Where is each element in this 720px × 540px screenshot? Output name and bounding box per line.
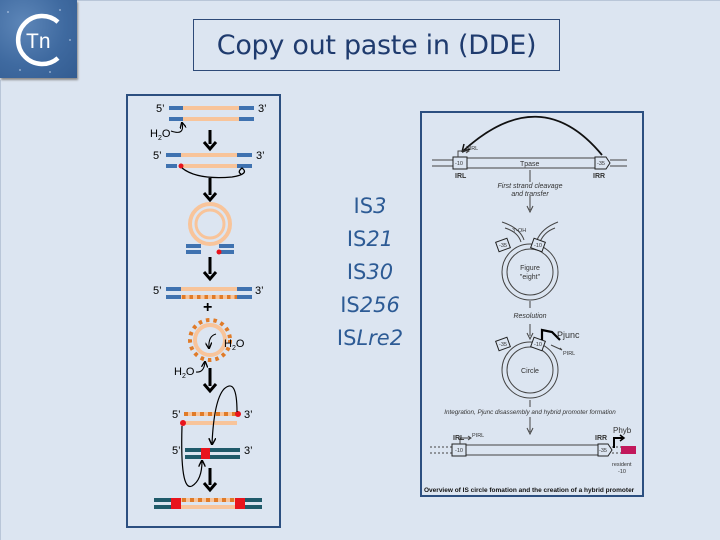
step3-label: Integration, Pjunc disassembly and hybri… xyxy=(444,409,616,416)
is-element-item: ISLre2 xyxy=(336,326,404,350)
eight-label: "eight" xyxy=(520,274,541,281)
step2-nicked-dna: 5’ 3’ xyxy=(153,150,265,179)
tn-logo: Tn xyxy=(0,0,77,78)
is-element-list: IS3 IS21 IS30 IS256 ISLre2 xyxy=(320,190,420,355)
hydrolysis-arrow-icon xyxy=(195,362,205,373)
hydrolysis-arrow-icon xyxy=(209,333,217,348)
copy-out-paste-in-panel: 5’ 3’ H2O 5’ 3’ xyxy=(126,94,281,528)
step1b-label: and transfer xyxy=(511,191,549,198)
minus10-label: -10 xyxy=(534,243,542,249)
minus35-label: -35 xyxy=(599,448,607,454)
minus35-label: -35 xyxy=(499,342,507,348)
pirl-label: PIRL xyxy=(472,433,484,439)
irr-label: IRR xyxy=(595,435,607,442)
label-3prime: 3’ xyxy=(255,285,264,297)
irl-label: IRL xyxy=(455,173,467,180)
label-3prime: 3’ xyxy=(258,103,267,115)
pirl-label: PIRL xyxy=(563,351,575,357)
resident-promoter-box xyxy=(621,446,636,454)
phyb-label: Phyb xyxy=(613,426,632,435)
tpase-label: Tpase xyxy=(520,161,540,168)
step-arrow-head-icon xyxy=(202,383,218,394)
hydrolysis-arrow-icon xyxy=(170,123,183,133)
tn-logo-icon: Tn xyxy=(7,9,71,73)
step4-donor-and-circle: 5’ 3’ + H2O H2O xyxy=(153,285,264,380)
is-element-item: IS21 xyxy=(346,227,394,251)
oh-label: 3'-OH xyxy=(512,228,526,234)
label-5prime: 5’ xyxy=(172,409,181,421)
label-5prime: 5’ xyxy=(153,285,162,297)
step3-figure-eight xyxy=(186,202,234,255)
is-element-item: IS3 xyxy=(353,194,387,218)
step1-label: First strand cleavage xyxy=(498,183,563,190)
is-circle-overview-panel: -10 -35 -10 -35 -35 -10 -35 -10 PIRL PIR… xyxy=(420,111,644,497)
irr-label: IRR xyxy=(593,173,605,180)
attack-arrow-icon xyxy=(212,385,238,444)
figure-caption: Overview of IS circle fomation and the c… xyxy=(424,487,635,494)
label-3prime: 3’ xyxy=(256,150,265,162)
resident-minus10-label: -10 xyxy=(618,469,626,475)
minus10-label: -10 xyxy=(534,342,542,348)
resolution-label: Resolution xyxy=(513,313,546,320)
circle-label: Circle xyxy=(521,368,539,375)
label-5prime: 5’ xyxy=(153,150,162,162)
step5-integration: 5’ 3’ 5’ 3’ xyxy=(172,385,253,488)
step-arrow-head-icon xyxy=(202,271,218,282)
plus-sign: + xyxy=(203,299,212,316)
pirl-label: PIRL xyxy=(466,146,478,152)
step-arrow-head-icon xyxy=(202,192,218,203)
pjunc-label: Pjunc xyxy=(557,330,580,340)
cleavage-dot xyxy=(178,163,184,169)
label-3prime: 3’ xyxy=(244,445,253,457)
slide-title-box: Copy out paste in (DDE) xyxy=(193,19,560,71)
resident-label: resident xyxy=(612,462,632,468)
minus10-label: -10 xyxy=(455,161,463,167)
phyb-promoter-arrow-icon xyxy=(613,437,623,448)
is-element-item: IS256 xyxy=(340,293,400,317)
slide-top-border xyxy=(0,0,720,1)
label-5prime: 5’ xyxy=(172,445,181,457)
step-arrow-head-icon xyxy=(202,141,218,152)
pjunc-promoter-arrow-icon xyxy=(540,328,561,341)
water-label: H2O xyxy=(224,338,245,352)
attack-arrow-icon xyxy=(181,425,202,488)
is-element-item: IS30 xyxy=(346,260,394,284)
irl-label: IRL xyxy=(453,435,465,442)
water-label: H2O xyxy=(150,128,171,142)
slide-title: Copy out paste in (DDE) xyxy=(216,29,537,61)
is-circle-diagram: -10 -35 -10 -35 -35 -10 -35 -10 PIRL PIR… xyxy=(424,115,636,494)
figure-label: Figure xyxy=(520,265,540,272)
strand-transfer-arrow-icon xyxy=(181,167,246,179)
step-arrow-head-icon xyxy=(202,482,218,493)
step6-integrated-product xyxy=(154,498,262,509)
minus10-label: -10 xyxy=(455,448,463,454)
label-3prime: 3’ xyxy=(244,409,253,421)
logo-text: Tn xyxy=(26,30,51,53)
slide-left-border xyxy=(0,80,1,540)
label-5prime: 5’ xyxy=(156,103,165,115)
water-label: H2O xyxy=(174,366,195,380)
mechanism-diagram: 5’ 3’ H2O 5’ 3’ xyxy=(150,103,267,509)
step1-donor-dna: 5’ 3’ H2O xyxy=(150,103,267,142)
transposition-arc-icon xyxy=(461,115,603,156)
minus35-label: -35 xyxy=(499,243,507,249)
minus35-label: -35 xyxy=(597,161,605,167)
